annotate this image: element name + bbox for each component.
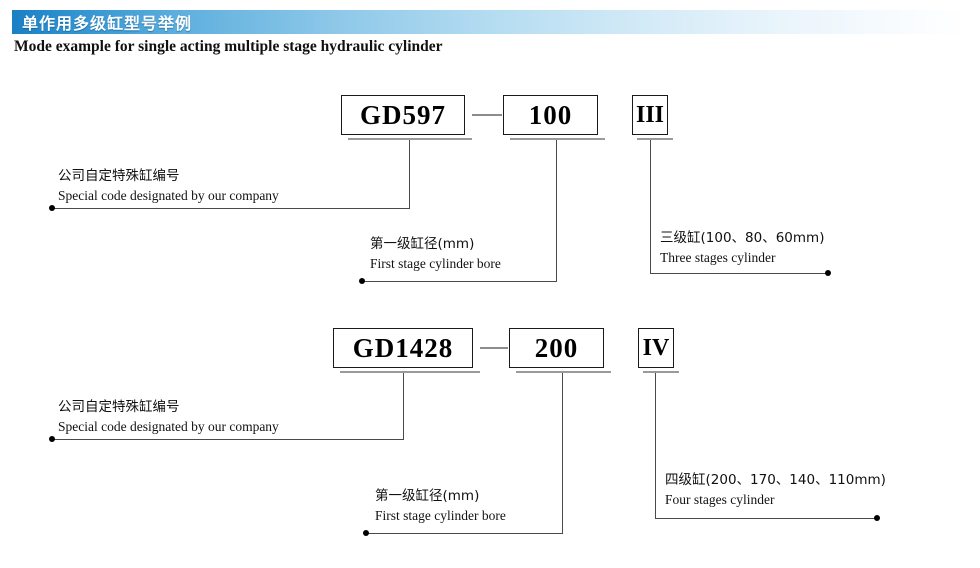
annotation-bore-cn-row1: 第一级缸径(mm) xyxy=(370,236,475,252)
leader-vline-bore-row2 xyxy=(562,373,563,533)
annotation-stage-en-row2: Four stages cylinder xyxy=(665,492,775,507)
box-connector-dash-row2 xyxy=(480,347,508,349)
annotation-stage-cn-row2: 四级缸(200、170、140、110mm) xyxy=(665,472,886,488)
leader-dot-bore-row1 xyxy=(359,278,365,284)
leader-hline-bore-row2 xyxy=(368,533,563,534)
annotation-stage-cn-row1: 三级缸(100、80、60mm) xyxy=(660,230,825,246)
stage-count-box-row2[interactable]: IV xyxy=(638,328,674,368)
page-title: 单作用多级缸型号举例 xyxy=(22,14,193,33)
model-code-box-row2[interactable]: GD1428 xyxy=(333,328,473,368)
model-code-box-shadow-row2 xyxy=(340,371,480,373)
annotation-bore-row1: 第一级缸径(mm) First stage cylinder bore xyxy=(370,236,501,272)
leader-hline-stage-row2 xyxy=(655,518,877,519)
leader-vline-code-row2 xyxy=(403,373,404,439)
annotation-stage-row1: 三级缸(100、80、60mm) Three stages cylinder xyxy=(660,230,824,266)
leader-hline-code-row2 xyxy=(54,439,404,440)
bore-size-box-shadow-row1 xyxy=(510,138,605,140)
leader-dot-bore-row2 xyxy=(363,530,369,536)
bore-size-box-row1[interactable]: 100 xyxy=(503,95,598,135)
leader-dot-code-row2 xyxy=(49,436,55,442)
box-connector-dash-row1 xyxy=(472,114,502,116)
stage-count-box-shadow-row1 xyxy=(637,138,673,140)
leader-hline-code-row1 xyxy=(54,208,410,209)
leader-vline-stage-row2 xyxy=(655,373,656,518)
leader-vline-stage-row1 xyxy=(650,140,651,273)
leader-vline-code-row1 xyxy=(409,140,410,208)
annotation-bore-cn-row2: 第一级缸径(mm) xyxy=(375,488,480,504)
leader-dot-stage-row2 xyxy=(874,515,880,521)
leader-dot-stage-row1 xyxy=(825,270,831,276)
annotation-stage-en-row1: Three stages cylinder xyxy=(660,250,776,265)
annotation-code-row1: 公司自定特殊缸编号 Special code designated by our… xyxy=(58,168,279,204)
header-banner: 单作用多级缸型号举例 xyxy=(12,10,968,34)
page-subtitle: Mode example for single acting multiple … xyxy=(14,38,443,55)
annotation-code-cn-row2: 公司自定特殊缸编号 xyxy=(58,399,180,415)
annotation-code-cn-row1: 公司自定特殊缸编号 xyxy=(58,168,180,184)
leader-vline-bore-row1 xyxy=(556,140,557,281)
stage-count-box-shadow-row2 xyxy=(643,371,679,373)
bore-size-box-row2[interactable]: 200 xyxy=(509,328,604,368)
stage-count-box-row1[interactable]: III xyxy=(632,95,668,135)
annotation-bore-en-row1: First stage cylinder bore xyxy=(370,256,501,271)
annotation-stage-row2: 四级缸(200、170、140、110mm) Four stages cylin… xyxy=(665,472,886,508)
annotation-bore-en-row2: First stage cylinder bore xyxy=(375,508,506,523)
annotation-code-row2: 公司自定特殊缸编号 Special code designated by our… xyxy=(58,399,279,435)
annotation-code-en-row2: Special code designated by our company xyxy=(58,419,279,434)
leader-dot-code-row1 xyxy=(49,205,55,211)
model-code-box-row1[interactable]: GD597 xyxy=(341,95,465,135)
annotation-bore-row2: 第一级缸径(mm) First stage cylinder bore xyxy=(375,488,506,524)
bore-size-box-shadow-row2 xyxy=(516,371,611,373)
leader-hline-stage-row1 xyxy=(650,273,828,274)
leader-hline-bore-row1 xyxy=(364,281,557,282)
model-code-box-shadow-row1 xyxy=(348,138,472,140)
annotation-code-en-row1: Special code designated by our company xyxy=(58,188,279,203)
